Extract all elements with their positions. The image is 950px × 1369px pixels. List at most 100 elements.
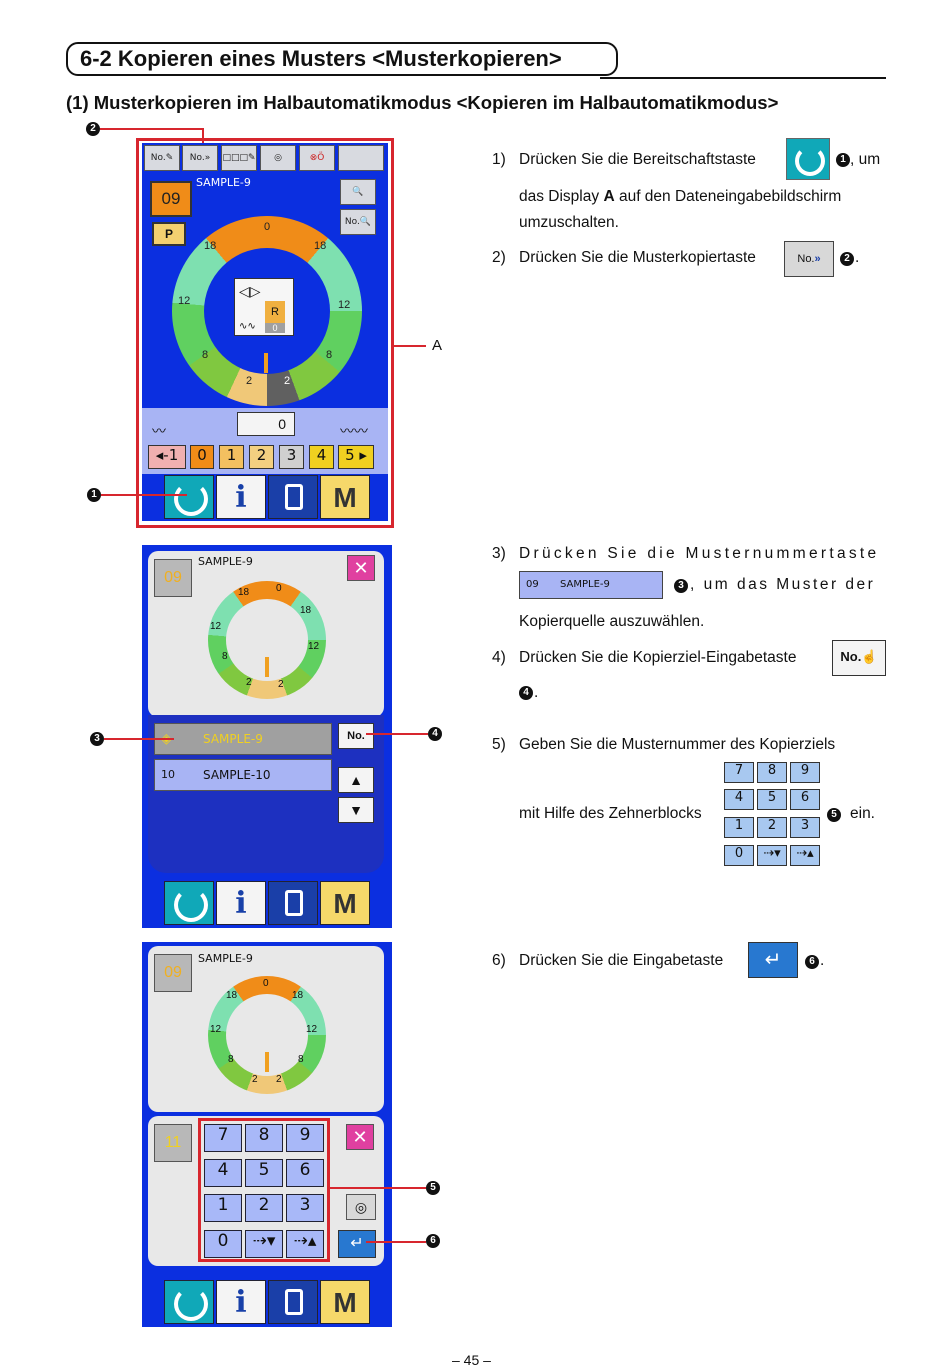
key-2[interactable]: 2 bbox=[245, 1194, 283, 1222]
pattern-copy-button[interactable]: No.» bbox=[182, 145, 218, 171]
bobbin-button[interactable]: ⊗Ö bbox=[299, 145, 335, 171]
mode-button[interactable]: M bbox=[320, 475, 370, 519]
info-button[interactable]: i bbox=[216, 475, 266, 519]
info-icon: i bbox=[235, 480, 247, 515]
keypad-image-8: 8 bbox=[757, 762, 787, 783]
ring-label-12-left: 12 bbox=[210, 621, 222, 632]
step-key-3[interactable]: 3 bbox=[279, 445, 304, 469]
p-button[interactable]: P bbox=[152, 222, 186, 246]
callout-5-badge: 5 bbox=[426, 1181, 440, 1195]
step-key-minus1[interactable]: ◂-1 bbox=[148, 445, 186, 469]
step-key-0[interactable]: 0 bbox=[190, 445, 214, 469]
key-1[interactable]: 1 bbox=[204, 1194, 242, 1222]
ring-label-8-right: 8 bbox=[298, 1054, 304, 1065]
step-key-5[interactable]: 5 ▸ bbox=[338, 445, 374, 469]
key-6[interactable]: 6 bbox=[286, 1159, 324, 1187]
info-button[interactable]: i bbox=[216, 1280, 266, 1324]
counter-button[interactable]: ◎ bbox=[260, 145, 296, 171]
callout-3-badge: 3 bbox=[90, 732, 104, 746]
empty-button bbox=[338, 145, 384, 171]
pattern-list-item[interactable]: 10 SAMPLE-10 bbox=[154, 759, 332, 791]
screen-3: 09 SAMPLE-9 0 18 18 12 12 8 8 2 2 11 7 8… bbox=[142, 942, 392, 1327]
ring-label-0: 0 bbox=[276, 583, 282, 594]
pattern-search-icon[interactable]: No.🔍 bbox=[340, 209, 376, 235]
step-key-1[interactable]: 1 bbox=[219, 445, 244, 469]
thread-tension-box[interactable]: 0 bbox=[237, 412, 295, 436]
step-5-text-c: ein. bbox=[850, 805, 875, 822]
keypad-image-minus: ⇢▾ bbox=[757, 845, 787, 866]
communication-button[interactable] bbox=[268, 881, 318, 925]
step-key-2[interactable]: 2 bbox=[249, 445, 274, 469]
step-4-number: 4) bbox=[492, 649, 506, 666]
mode-button[interactable]: M bbox=[320, 1280, 370, 1324]
keypad-image-plus: ⇢▴ bbox=[790, 845, 820, 866]
communication-button[interactable] bbox=[268, 1280, 318, 1324]
pattern-select-button[interactable]: ◎ bbox=[346, 1194, 376, 1220]
step-5-text-a: Geben Sie die Musternummer des Kopierzie… bbox=[519, 736, 836, 753]
ready-button[interactable] bbox=[164, 475, 214, 519]
needle-marker bbox=[265, 657, 269, 677]
enter-button[interactable]: ↵ bbox=[338, 1230, 376, 1258]
keypad-image-0: 0 bbox=[724, 845, 754, 866]
mirror-icon: ◁▷ bbox=[239, 283, 261, 299]
copy-target-button[interactable]: No. bbox=[338, 723, 374, 749]
ready-button[interactable] bbox=[164, 1280, 214, 1324]
key-7[interactable]: 7 bbox=[204, 1124, 242, 1152]
key-3[interactable]: 3 bbox=[286, 1194, 324, 1222]
ring-label-8-left: 8 bbox=[202, 349, 209, 361]
key-8[interactable]: 8 bbox=[245, 1124, 283, 1152]
close-button[interactable]: ✕ bbox=[346, 1124, 374, 1150]
close-icon: ✕ bbox=[352, 1127, 368, 1147]
source-pattern-name: SAMPLE-9 bbox=[203, 732, 263, 746]
decrement-key[interactable]: ⇢▾ bbox=[245, 1230, 283, 1258]
ring-label-18-left: 18 bbox=[226, 990, 238, 1001]
step-6-badge: 6 bbox=[805, 955, 819, 969]
step-3-text-c: Kopierquelle auszuwählen. bbox=[519, 613, 705, 630]
step-2-badge: 2 bbox=[840, 252, 854, 266]
info-button[interactable]: i bbox=[216, 881, 266, 925]
search-icon[interactable]: 🔍 bbox=[340, 179, 376, 205]
close-button[interactable]: ✕ bbox=[347, 555, 375, 581]
title-rule bbox=[600, 77, 886, 79]
mode-button[interactable]: M bbox=[320, 881, 370, 925]
communication-icon bbox=[285, 890, 303, 916]
pattern-name: SAMPLE-9 bbox=[196, 176, 251, 189]
callout-4-badge: 4 bbox=[428, 727, 442, 741]
name-edit-button[interactable]: □□□✎ bbox=[221, 145, 257, 171]
increment-key[interactable]: ⇢▴ bbox=[286, 1230, 324, 1258]
pattern-item-no: 10 bbox=[161, 768, 175, 781]
callout-4-line bbox=[366, 733, 428, 735]
ring-label-8-right: 8 bbox=[326, 349, 333, 361]
step-1-text-a: Drücken Sie die Bereitschaftstaste bbox=[519, 151, 756, 168]
center-card[interactable]: ◁▷ R ∿∿ 0 bbox=[234, 278, 294, 336]
communication-icon bbox=[285, 1289, 303, 1315]
arrow-up-icon: ▲ bbox=[349, 772, 363, 788]
step-6-period: . bbox=[820, 952, 825, 969]
step-2-period: . bbox=[855, 249, 860, 266]
key-9[interactable]: 9 bbox=[286, 1124, 324, 1152]
scroll-down-button[interactable]: ▼ bbox=[338, 797, 374, 823]
scroll-up-button[interactable]: ▲ bbox=[338, 767, 374, 793]
pattern-register-button[interactable]: No.✎ bbox=[144, 145, 180, 171]
step-key-4[interactable]: 4 bbox=[309, 445, 334, 469]
key-4[interactable]: 4 bbox=[204, 1159, 242, 1187]
pattern-number-badge[interactable]: 09 bbox=[150, 181, 192, 217]
pattern-name: SAMPLE-9 bbox=[198, 555, 253, 568]
step-2-number: 2) bbox=[492, 249, 506, 266]
pattern-name: SAMPLE-9 bbox=[198, 952, 253, 965]
step-1-text-d: umzuschalten. bbox=[519, 214, 619, 231]
keypad-image-7: 7 bbox=[724, 762, 754, 783]
numeric-keypad-frame bbox=[198, 1118, 330, 1262]
source-pattern-item[interactable]: ◈ SAMPLE-9 bbox=[154, 723, 332, 755]
info-icon: i bbox=[235, 1285, 247, 1320]
ready-button[interactable] bbox=[164, 881, 214, 925]
stitch-value: 0 bbox=[265, 323, 285, 333]
ready-icon bbox=[174, 1287, 208, 1321]
ring-label-2-left: 2 bbox=[252, 1074, 258, 1085]
enter-icon: ↵ bbox=[764, 949, 782, 971]
key-0[interactable]: 0 bbox=[204, 1230, 242, 1258]
key-5[interactable]: 5 bbox=[245, 1159, 283, 1187]
communication-button[interactable] bbox=[268, 475, 318, 519]
copy-icon: No. bbox=[797, 253, 815, 265]
ring-label-2-right: 2 bbox=[278, 679, 284, 690]
